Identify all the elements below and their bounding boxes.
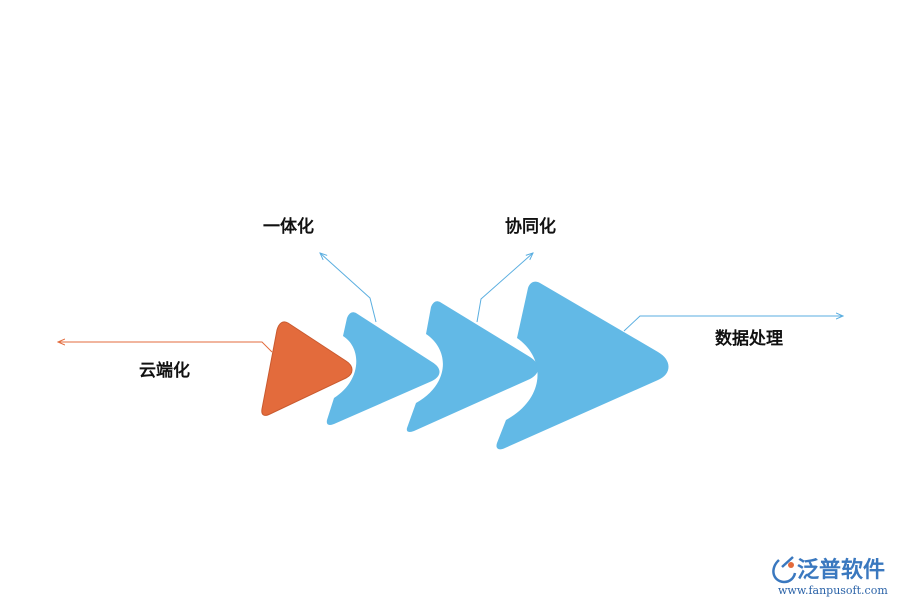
data-processing-label: 数据处理 bbox=[715, 328, 783, 349]
cloud-label: 云端化 bbox=[139, 360, 190, 381]
fanpu-logo: 泛普软件 www.fanpusoft.com bbox=[772, 556, 888, 597]
cloud-triangle bbox=[261, 321, 353, 416]
logo-name: 泛普软件 bbox=[797, 557, 885, 583]
integration-chevron bbox=[326, 312, 440, 425]
logo-url: www.fanpusoft.com bbox=[778, 584, 888, 597]
data-processing-leader-line bbox=[623, 316, 843, 332]
integration-label: 一体化 bbox=[263, 216, 314, 237]
fanpu-logo-icon bbox=[772, 556, 797, 584]
collaboration-label: 协同化 bbox=[505, 216, 556, 237]
cloud-leader-line bbox=[58, 342, 273, 353]
integration-leader-line bbox=[320, 253, 377, 323]
collaboration-leader-line bbox=[476, 253, 533, 323]
collaboration-chevron bbox=[406, 301, 539, 432]
data-processing-chevron bbox=[496, 281, 669, 450]
